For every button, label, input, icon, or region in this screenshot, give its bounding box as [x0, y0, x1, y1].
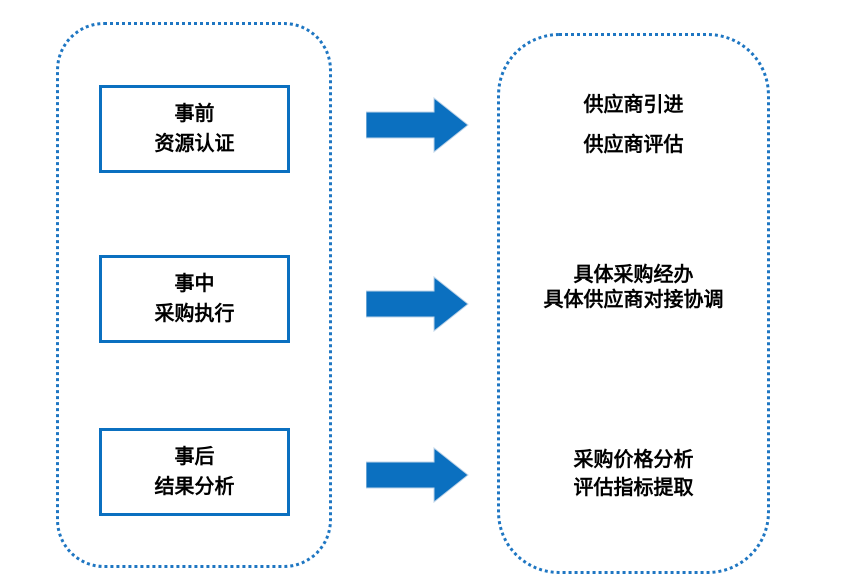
tasks-mid-line-2: 具体供应商对接协调 — [543, 289, 724, 311]
stage-box-pre-line-1: 事前 — [174, 103, 215, 125]
tasks-post-line-1: 采购价格分析 — [573, 449, 694, 471]
left-panel-container — [56, 22, 332, 568]
stage-box-post-line-2: 结果分析 — [154, 476, 235, 498]
right-arrow-icon — [366, 97, 469, 153]
tasks-post: 采购价格分析 评估指标提取 — [497, 446, 770, 502]
stage-box-post: 事后 结果分析 — [99, 428, 290, 516]
right-panel-container — [497, 33, 770, 574]
right-arrow-icon — [366, 276, 469, 332]
stage-box-pre-line-2: 资源认证 — [154, 133, 235, 155]
stage-box-mid-line-2: 采购执行 — [154, 303, 235, 325]
stage-box-mid-line-1: 事中 — [174, 273, 215, 295]
tasks-mid: 具体采购经办 具体供应商对接协调 — [497, 263, 770, 313]
tasks-mid-line-1: 具体采购经办 — [573, 264, 694, 286]
right-arrow-icon — [366, 447, 469, 503]
tasks-pre: 供应商引进 供应商评估 — [497, 91, 770, 159]
stage-box-post-line-1: 事后 — [174, 446, 215, 468]
stage-box-pre: 事前 资源认证 — [99, 85, 290, 173]
tasks-pre-line-2: 供应商评估 — [583, 134, 684, 156]
tasks-pre-line-1: 供应商引进 — [583, 94, 684, 116]
tasks-post-line-2: 评估指标提取 — [573, 477, 694, 499]
stage-box-mid: 事中 采购执行 — [99, 255, 290, 343]
